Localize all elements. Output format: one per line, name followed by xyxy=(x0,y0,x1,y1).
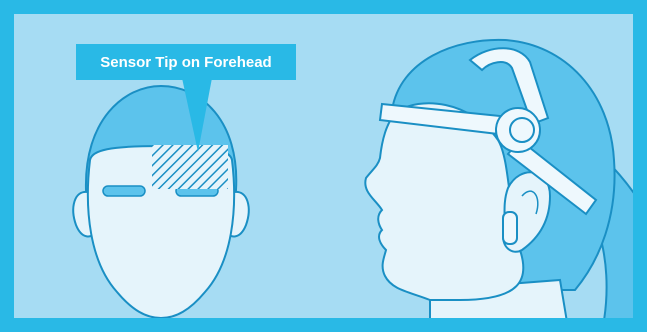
forehead-sensor-patch xyxy=(152,145,228,189)
earpiece xyxy=(503,212,517,244)
left-eyebrow xyxy=(103,186,145,196)
callout-label: Sensor Tip on Forehead xyxy=(100,54,271,71)
headband-hub-inner xyxy=(510,118,534,142)
